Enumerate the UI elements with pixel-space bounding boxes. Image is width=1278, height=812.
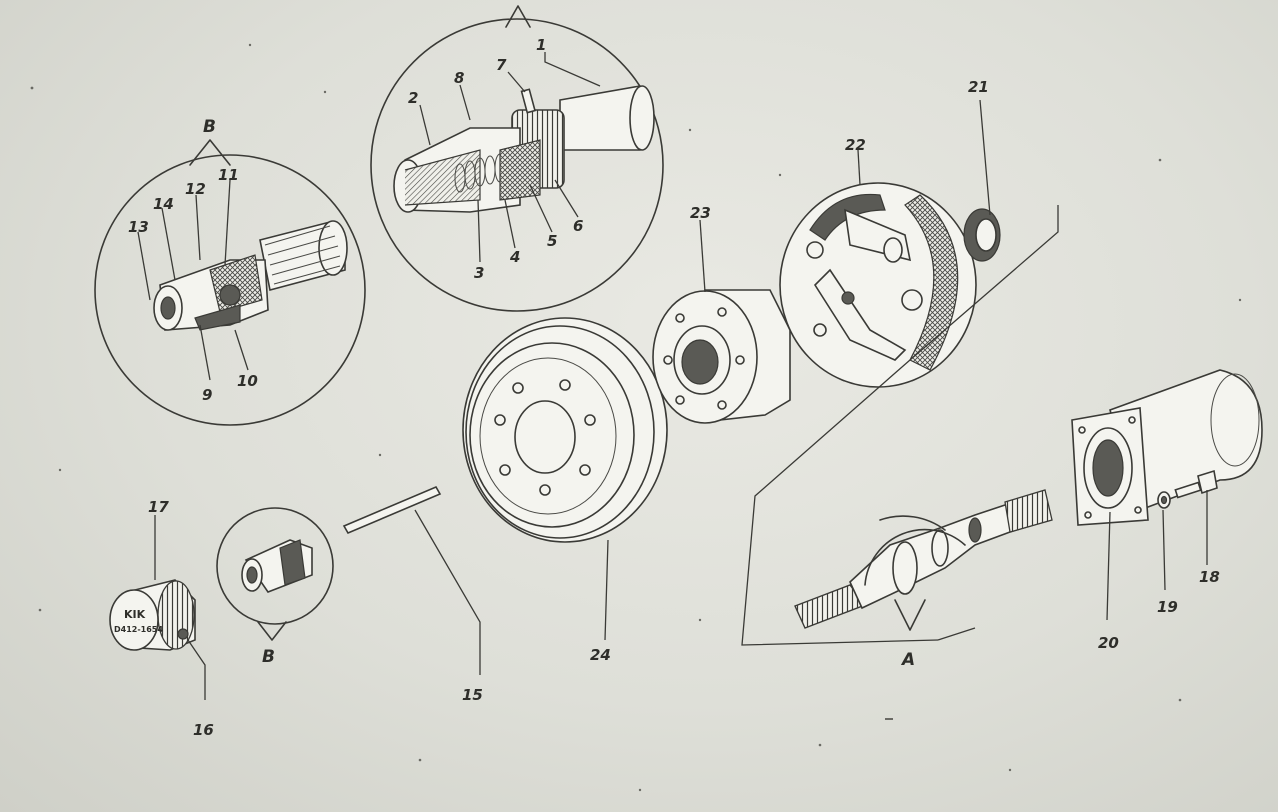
label-19: 19: [1157, 598, 1178, 616]
label-16: 16: [193, 721, 214, 739]
detail-circle-b-small: [216, 507, 334, 641]
label-17: 17: [148, 498, 169, 516]
label-b-top: B: [203, 117, 216, 137]
detail-circle-top: [370, 5, 664, 312]
label-22: 22: [845, 136, 866, 154]
label-b-bottom: B: [262, 647, 275, 667]
nameplate-line-1: KIK: [124, 608, 146, 621]
label-21: 21: [968, 78, 989, 96]
label-7: 7: [496, 56, 507, 74]
rod: [342, 485, 442, 535]
label-10: 10: [237, 372, 258, 390]
label-6: 6: [573, 217, 583, 235]
label-a: A: [900, 650, 915, 670]
axle-shaft: [794, 489, 1053, 631]
label-11: 11: [218, 166, 239, 184]
brake-backing-plate: [779, 182, 977, 388]
hub-flange: [652, 289, 791, 424]
label-18: 18: [1199, 568, 1220, 586]
label-8: 8: [454, 69, 464, 87]
label-23: 23: [690, 204, 711, 222]
label-12: 12: [185, 180, 206, 198]
label-5: 5: [547, 232, 557, 250]
label-9: 9: [202, 386, 212, 404]
label-24: 24: [590, 646, 611, 664]
label-1: 1: [536, 36, 546, 54]
label-3: 3: [474, 264, 484, 282]
scan-specks: [30, 43, 1242, 792]
seal-ring: [963, 208, 1001, 262]
leader-lines: [137, 52, 1208, 700]
nameplate-line-2: D412-1654: [114, 625, 163, 634]
label-14: 14: [153, 195, 174, 213]
label-13: 13: [128, 218, 149, 236]
label-15: 15: [462, 686, 483, 704]
label-2: 2: [408, 89, 418, 107]
bolt-and-washer: [1157, 469, 1218, 509]
callout-labels: 1 2 3 4 5 6 7 8 9 10 11 12 13 14 15 16 1…: [128, 36, 1220, 739]
detail-circle-b: [94, 139, 366, 426]
label-20: 20: [1098, 634, 1119, 652]
axle-tube: [1071, 369, 1263, 526]
brake-drum: [462, 317, 668, 543]
hub-cap: KIK D412-1654: [109, 579, 196, 651]
label-4: 4: [509, 248, 520, 266]
